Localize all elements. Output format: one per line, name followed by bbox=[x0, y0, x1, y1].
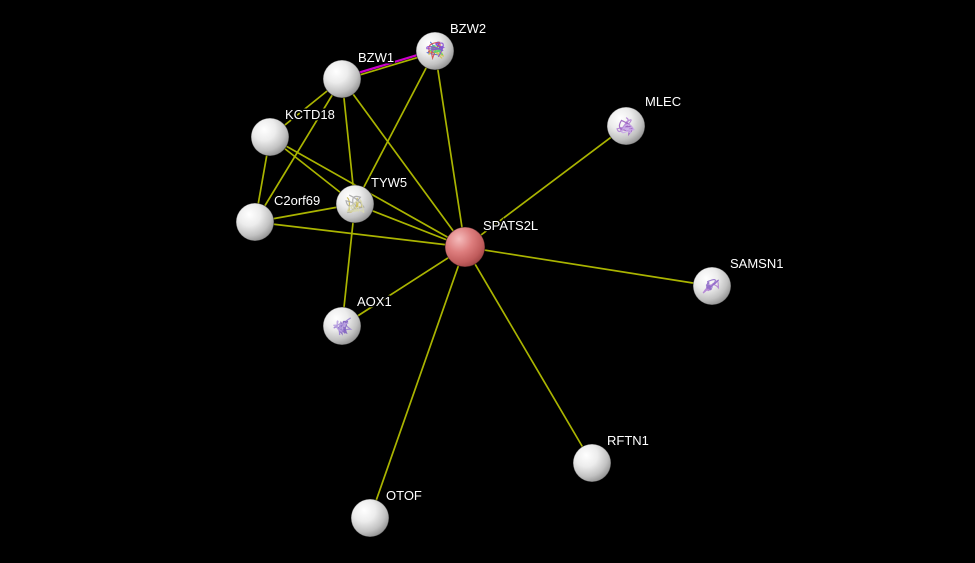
node-layer bbox=[235, 31, 732, 538]
edge-SPATS2L-OTOF[interactable] bbox=[369, 246, 466, 519]
structure-preview bbox=[705, 279, 719, 291]
edge-TYW5-AOX1[interactable] bbox=[341, 203, 356, 327]
node-sphere bbox=[322, 59, 362, 99]
structure-preview bbox=[616, 117, 632, 133]
structure-preview bbox=[426, 42, 446, 57]
structure-preview bbox=[346, 199, 365, 214]
node-sphere bbox=[250, 117, 290, 157]
edge-SPATS2L-BZW2[interactable] bbox=[434, 50, 466, 248]
node-label-SAMSN1: SAMSN1 bbox=[730, 256, 783, 271]
edge-SPATS2L-MLEC[interactable] bbox=[464, 125, 627, 248]
edge-BZW1-C2orf69[interactable] bbox=[254, 78, 343, 223]
node-OTOF[interactable] bbox=[350, 498, 390, 538]
node-label-AOX1: AOX1 bbox=[357, 294, 392, 309]
node-label-RFTN1: RFTN1 bbox=[607, 433, 649, 448]
node-MLEC[interactable] bbox=[606, 106, 646, 146]
node-KCTD18[interactable] bbox=[250, 117, 290, 157]
node-label-SPATS2L: SPATS2L bbox=[483, 218, 538, 233]
edge-SPATS2L-C2orf69[interactable] bbox=[254, 221, 466, 248]
node-label-BZW2: BZW2 bbox=[450, 21, 486, 36]
structure-preview bbox=[333, 320, 349, 333]
node-TYW5[interactable] bbox=[335, 184, 375, 224]
node-sphere bbox=[572, 443, 612, 483]
node-sphere bbox=[235, 202, 275, 242]
edge-SPATS2L-AOX1[interactable] bbox=[341, 246, 466, 327]
edge-BZW1-TYW5[interactable] bbox=[341, 78, 356, 205]
node-SPATS2L[interactable] bbox=[444, 226, 486, 268]
edge-BZW2-TYW5[interactable] bbox=[354, 50, 436, 205]
edge-SPATS2L-SAMSN1[interactable] bbox=[464, 246, 713, 287]
node-sphere bbox=[350, 498, 390, 538]
edge-SPATS2L-BZW1[interactable] bbox=[341, 78, 466, 248]
node-BZW1[interactable] bbox=[322, 59, 362, 99]
node-label-KCTD18: KCTD18 bbox=[285, 107, 335, 122]
node-AOX1[interactable] bbox=[322, 306, 362, 346]
structure-preview bbox=[621, 124, 636, 134]
node-C2orf69[interactable] bbox=[235, 202, 275, 242]
node-label-BZW1: BZW1 bbox=[358, 50, 394, 65]
node-sphere bbox=[444, 226, 486, 268]
edge-SPATS2L-RFTN1[interactable] bbox=[464, 246, 593, 464]
node-RFTN1[interactable] bbox=[572, 443, 612, 483]
node-label-MLEC: MLEC bbox=[645, 94, 681, 109]
node-label-TYW5: TYW5 bbox=[371, 175, 407, 190]
node-label-C2orf69: C2orf69 bbox=[274, 193, 320, 208]
node-BZW2[interactable] bbox=[415, 31, 455, 71]
structure-preview bbox=[427, 41, 441, 61]
node-label-OTOF: OTOF bbox=[386, 488, 422, 503]
node-SAMSN1[interactable] bbox=[692, 266, 732, 306]
